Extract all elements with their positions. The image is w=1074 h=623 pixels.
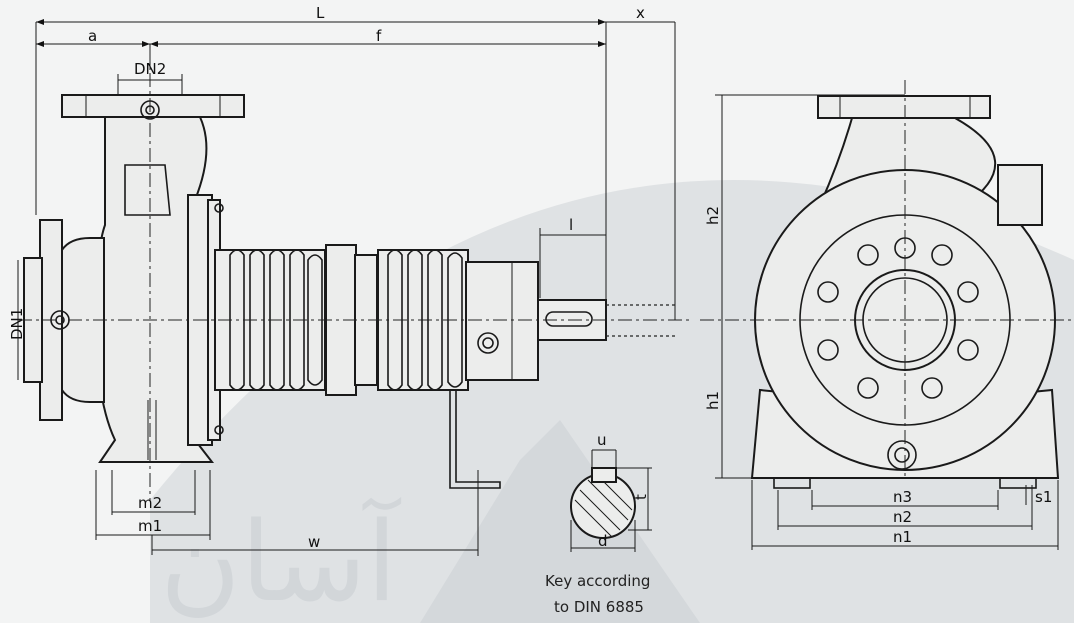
- lantern-fins: l: [18, 216, 690, 489]
- base-dimensions: m2 m1 w: [95, 470, 479, 556]
- shaft-key-detail: u t d Key according to DIN 6885: [545, 431, 652, 616]
- dim-f: f: [376, 27, 382, 45]
- dim-u: u: [597, 431, 607, 449]
- dim-h1: h1: [704, 391, 722, 410]
- dim-h2: h2: [704, 206, 722, 225]
- dim-m2: m2: [138, 494, 162, 512]
- dim-n2: n2: [893, 508, 912, 526]
- dim-d: d: [598, 532, 608, 550]
- dim-x: x: [636, 4, 645, 22]
- pump-front-view: h2 h1 n3 n2 n1 s1: [700, 80, 1074, 550]
- dim-DN1: DN1: [8, 308, 26, 340]
- dim-w: w: [308, 533, 320, 551]
- dim-n1: n1: [893, 528, 912, 546]
- key-note-line1: Key according: [545, 572, 650, 590]
- key-note-line2: to DIN 6885: [554, 598, 644, 616]
- dim-t: t: [632, 494, 650, 500]
- dim-n3: n3: [893, 488, 912, 506]
- dim-a: a: [88, 27, 97, 45]
- pump-casing-side: DN2 DN1: [8, 48, 245, 500]
- dim-L: L: [316, 4, 325, 22]
- watermark-text: آسان: [160, 496, 401, 623]
- dim-m1: m1: [138, 517, 162, 535]
- dim-l: l: [569, 216, 573, 234]
- dim-s1: s1: [1035, 488, 1052, 506]
